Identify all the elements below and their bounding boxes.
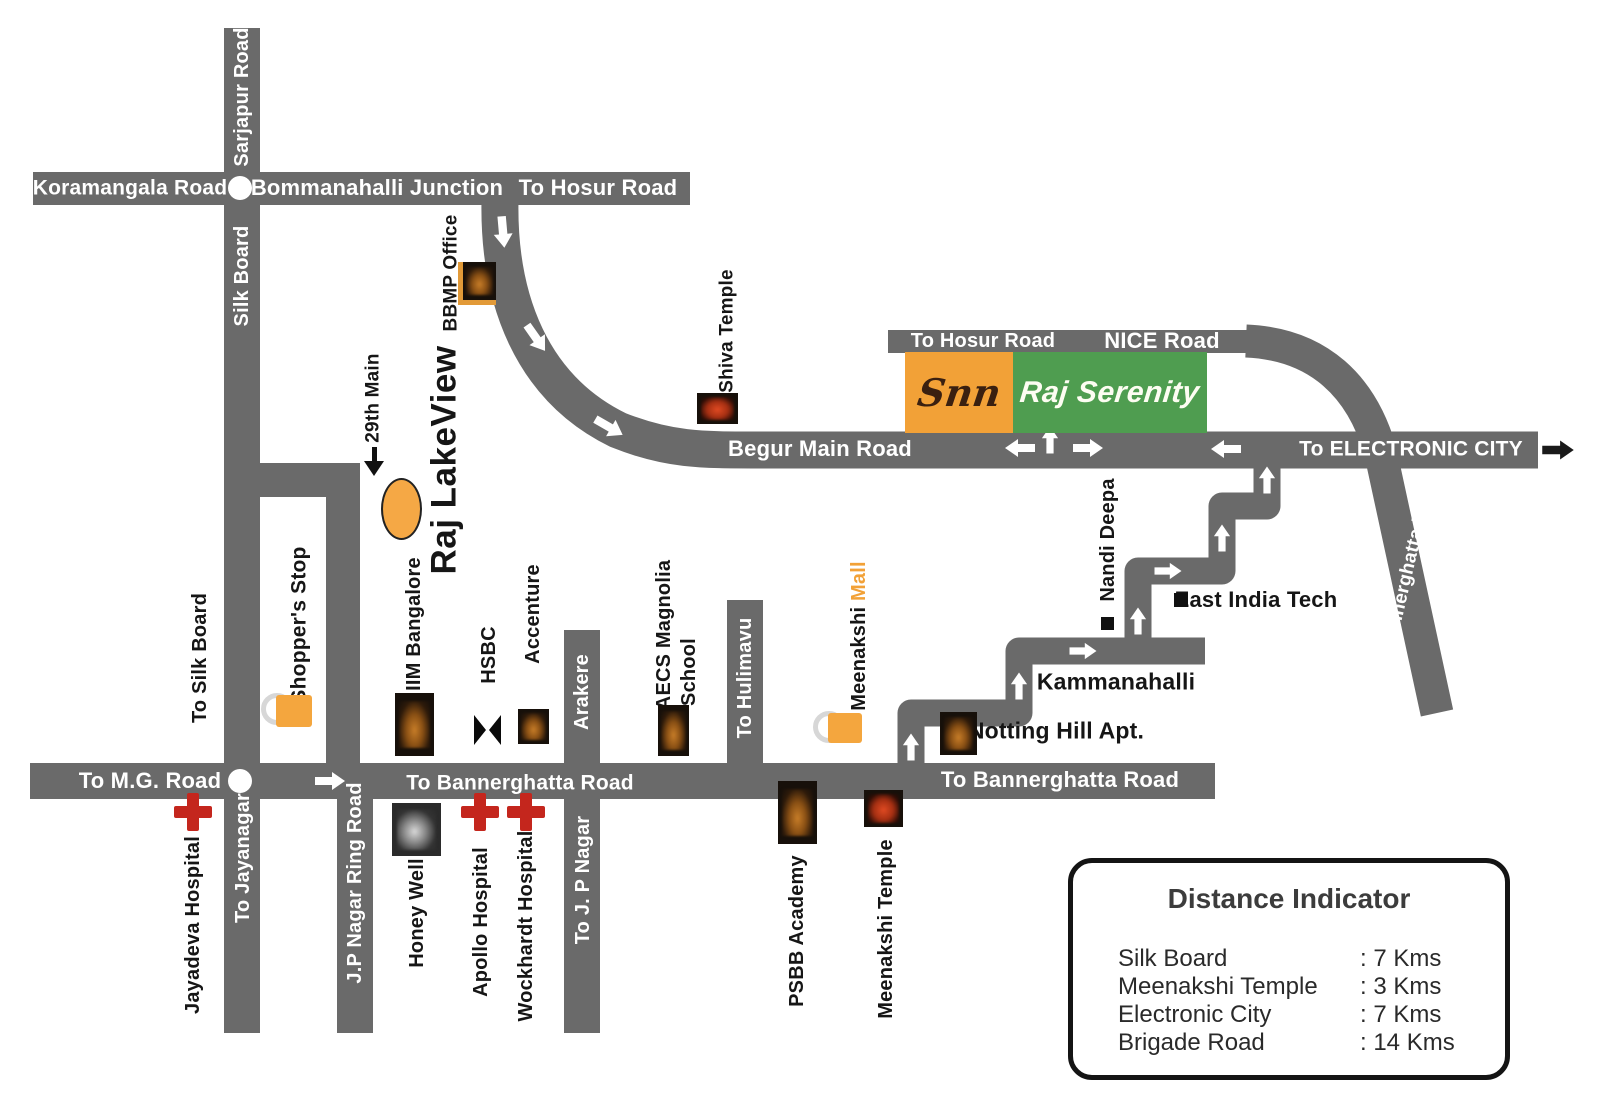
distance-indicator-title: Distance Indicator: [1167, 883, 1411, 914]
distance-value: : 3 Kms: [1360, 973, 1442, 1000]
road-label-to-hosur-top: To Hosur Road: [518, 175, 678, 200]
label-kammanahalli: Kammanahalli: [1036, 668, 1196, 695]
distance-value: : 14 Kms: [1360, 1029, 1455, 1056]
road-label-nice-road: NICE Road: [1104, 328, 1220, 353]
road-label-nice-to-hosur: To Hosur Road: [910, 330, 1056, 352]
psbb-academy-icon: [778, 781, 817, 844]
nandi-deepa-marker: [1101, 617, 1114, 630]
road-label-to-bannerghatta-right: To Bannerghatta Road: [940, 767, 1180, 792]
road-shoppers-loop-leg: [326, 463, 360, 765]
raj-lakeview-ellipse-icon: [381, 478, 422, 540]
label-psbb-academy: PSBB Academy: [786, 855, 808, 1007]
label-wockhardt-hospital: Wockhardt Hospital: [515, 830, 537, 1022]
honeywell-icon: [392, 803, 441, 856]
road-stepped-upper: [1124, 452, 1281, 651]
label-apollo-hospital: Apollo Hospital: [470, 847, 492, 997]
road-label-arakere: Arakere: [571, 654, 593, 730]
hsbc-icon: [474, 715, 501, 745]
label-meenakshi-temple: Meenakshi Temple: [875, 839, 897, 1019]
electronic-city-arrow-icon: [1542, 440, 1574, 460]
distance-indicator-panel: Distance Indicator Silk Board : 7 Kms Me…: [1068, 858, 1510, 1080]
29th-main-down-arrow-icon: [364, 447, 385, 477]
label-nandi-deepa: Nandi Deepa: [1097, 478, 1119, 602]
notting-hill-icon: [940, 712, 977, 755]
iim-bangalore-icon: [395, 693, 434, 756]
road-label-to-jayanagar: To Jayanagar: [232, 793, 254, 923]
distance-row: Electronic City : 7 Kms: [1073, 1001, 1505, 1028]
distance-place: Meenakshi Temple: [1118, 973, 1318, 1000]
road-label-to-jp-nagar: To J. P Nagar: [572, 815, 594, 945]
accenture-icon: [518, 709, 549, 744]
road-label-to-electronic-city: To ELECTRONIC CITY: [1299, 437, 1523, 461]
junction-dot-icon: [228, 769, 252, 793]
label-aecs-line2: School: [678, 638, 700, 706]
label-iim-bangalore: IIM Bangalore: [403, 557, 425, 691]
road-label-bommanahalli-junction: Bommanahalli Junction: [250, 175, 504, 200]
road-label-to-mg-road: To M.G. Road: [78, 768, 222, 793]
label-29th-main: 29th Main: [362, 353, 384, 443]
label-honey-well: Honey Well: [406, 858, 428, 968]
label-meenakshi-mall: Meenakshi Mall: [848, 561, 870, 711]
road-nice-bar: [888, 330, 1252, 353]
distance-place: Electronic City: [1118, 1001, 1272, 1028]
label-shiva-temple: Shiva Temple: [716, 269, 738, 393]
road-arakere-jp-nagar: [564, 630, 600, 1033]
road-label-koramangala: Koramangala Road: [32, 176, 228, 200]
label-east-india-tech: East India Tech: [1174, 587, 1338, 612]
snn-brand-box: Snn: [905, 352, 1013, 433]
distance-value: : 7 Kms: [1360, 945, 1442, 972]
label-hsbc: HSBC: [478, 626, 500, 684]
raj-serenity-box: Raj Serenity: [1013, 352, 1207, 433]
bbmp-office-icon: [458, 262, 496, 305]
junction-dot-icon: [228, 176, 252, 200]
east-india-tech-marker: [1174, 593, 1188, 607]
road-label-begur-main: Begur Main Road: [728, 436, 912, 461]
shoppers-bag-icon: [261, 692, 313, 732]
label-notting-hill: Notting Hill Apt.: [967, 717, 1145, 744]
apollo-hospital-cross-icon: [461, 793, 499, 831]
distance-row: Meenakshi Temple : 3 Kms: [1073, 973, 1505, 1000]
jayadeva-hospital-cross-icon: [174, 793, 212, 831]
label-shoppers-stop: Shopper's Stop: [287, 546, 311, 704]
wockhardt-hospital-cross-icon: [507, 793, 545, 831]
road-to-hulimavu: [727, 600, 763, 765]
distance-value: : 7 Kms: [1360, 1001, 1442, 1028]
distance-place: Silk Board: [1118, 945, 1228, 972]
label-to-silk-board: To Silk Board: [189, 592, 211, 724]
road-label-jp-nagar-ring: J.P Nagar Ring Road: [344, 782, 366, 984]
shiva-temple-icon: [697, 393, 738, 424]
snn-brand-label: Snn: [914, 370, 1004, 415]
road-label-silk-board: Silk Board: [231, 225, 253, 327]
label-jayadeva-hospital: Jayadeva Hospital: [182, 836, 204, 1014]
road-label-sarjapur: Sarjapur Road: [231, 27, 253, 167]
raj-serenity-label: Raj Serenity: [1018, 375, 1202, 409]
label-raj-lakeview: Raj LakeView: [424, 345, 464, 575]
label-meenakshi-mall-black: Meenakshi: [848, 600, 870, 711]
road-jp-nagar-ring: [337, 799, 373, 1033]
meenakshi-mall-bag-icon: [813, 710, 867, 746]
aecs-school-icon: [658, 705, 689, 756]
road-label-to-bannerghatta-left: To Bannerghatta Road: [406, 771, 634, 795]
label-aecs-line1: AECS Magnolia: [653, 559, 675, 711]
label-accenture: Accenture: [522, 564, 544, 664]
distance-row: Silk Board : 7 Kms: [1073, 945, 1505, 972]
road-label-to-hulimavu: To Hulimavu: [734, 617, 756, 739]
meenakshi-temple-icon: [864, 790, 903, 827]
road-nice-bannerghatta-curve: [1244, 324, 1454, 717]
distance-place: Brigade Road: [1118, 1029, 1265, 1056]
road-mg-bannerghatta: [30, 763, 1215, 799]
label-meenakshi-mall-orange: Mall: [848, 561, 870, 601]
distance-row: Brigade Road : 14 Kms: [1073, 1029, 1505, 1056]
road-koramangala-hosur: [33, 172, 690, 205]
